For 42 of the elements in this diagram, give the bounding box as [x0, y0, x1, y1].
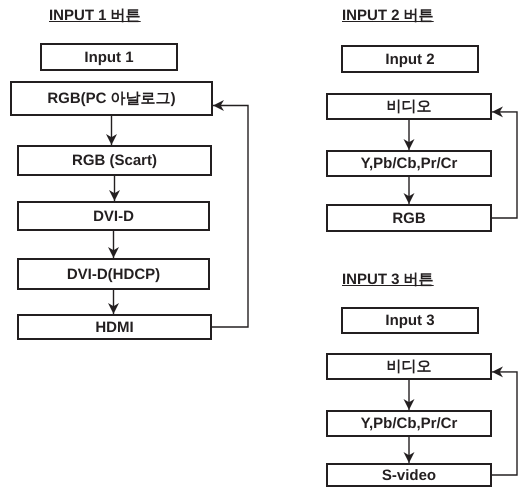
arrow — [106, 116, 117, 145]
node-label: DVI-D(HDCP) — [66, 266, 160, 282]
node-label: DVI-D — [93, 208, 134, 224]
arrow — [404, 437, 414, 463]
section-heading: INPUT 3 버튼 — [342, 272, 434, 288]
source-box — [326, 463, 492, 487]
source-box — [17, 201, 210, 231]
source-box — [17, 145, 212, 176]
arrow — [108, 231, 119, 258]
source-box — [326, 204, 492, 232]
section-heading: INPUT 1 버튼 — [49, 8, 141, 24]
arrow — [109, 176, 120, 201]
source-box — [326, 410, 492, 437]
source-box — [17, 258, 210, 290]
node-label: 비디오 — [386, 359, 432, 374]
node-label: 비디오 — [386, 99, 432, 114]
source-box — [17, 314, 212, 340]
input-box — [40, 43, 178, 71]
source-box — [326, 150, 492, 177]
node-label: S-video — [382, 468, 436, 482]
arrow — [212, 100, 249, 328]
node-label: Input 3 — [385, 313, 435, 328]
node-label: Y,Pb/Cb,Pr/Cr — [360, 416, 458, 431]
node-label: RGB(PC 아날로그) — [47, 91, 176, 106]
node-label: Input 1 — [84, 50, 134, 64]
arrow — [404, 120, 414, 150]
node-label: RGB (Scart) — [72, 153, 157, 168]
node-label: Input 2 — [385, 52, 435, 66]
arrow — [492, 366, 518, 476]
arrow — [404, 380, 414, 410]
node-label: RGB — [392, 210, 426, 226]
input-box — [341, 45, 479, 73]
source-box — [10, 81, 213, 116]
input-box — [341, 307, 479, 334]
arrow — [492, 106, 518, 219]
node-label: HDMI — [95, 320, 134, 334]
arrow — [404, 177, 414, 204]
section-heading: INPUT 2 버튼 — [342, 8, 434, 24]
node-label: Y,Pb/Cb,Pr/Cr — [360, 156, 458, 171]
source-box — [326, 93, 492, 120]
arrow — [108, 290, 119, 314]
source-box — [326, 353, 492, 380]
